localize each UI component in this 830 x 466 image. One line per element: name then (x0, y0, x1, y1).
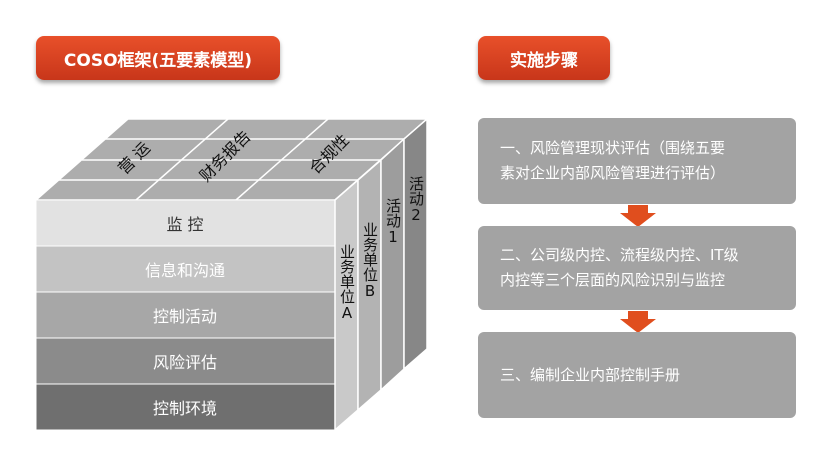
step-3-text: 三、编制企业内部控制手册 (500, 363, 680, 388)
side-label-activity-1: 活动1 (384, 198, 402, 246)
down-arrow-icon (620, 311, 656, 333)
step-3-line-1: 三、编制企业内部控制手册 (500, 365, 681, 384)
coso-framework-title: COSO框架(五要素模型) (36, 36, 280, 80)
step-1-line-2: 素对企业内部风险管理进行评估） (500, 164, 726, 182)
step-2-line-1: 二、公司级内控、流程级内控、IT级 (500, 246, 739, 264)
layer-label-risk-assessment: 风险评估 (153, 353, 217, 372)
layer-label-control-activities: 控制活动 (153, 307, 217, 326)
layer-label-monitoring: 监 控 (166, 215, 203, 234)
implementation-steps-title: 实施步骤 (478, 36, 610, 80)
step-box-1: 一、风险管理现状评估（围绕五要 素对企业内部风险管理进行评估） (478, 118, 796, 204)
layer-label-information-communication: 信息和沟通 (145, 261, 225, 280)
side-label-activity-2: 活动2 (407, 176, 425, 224)
front-layer-1 (35, 199, 336, 247)
front-layer-5 (35, 383, 336, 431)
step-2-line-2: 内控等三个层面的风险识别与监控 (500, 271, 726, 289)
step-box-3: 三、编制企业内部控制手册 (478, 332, 796, 418)
side-slab-4 (403, 117, 428, 371)
layer-label-control-environment: 控制环境 (153, 399, 217, 418)
side-label-business-unit-a: 业务单位A (338, 244, 356, 322)
step-1-text: 一、风险管理现状评估（围绕五要 素对企业内部风险管理进行评估） (500, 136, 725, 186)
step-2-text: 二、公司级内控、流程级内控、IT级 内控等三个层面的风险识别与监控 (500, 243, 739, 293)
side-slab-3 (380, 137, 405, 392)
step-1-line-1: 一、风险管理现状评估（围绕五要 (500, 139, 726, 157)
coso-cube-diagram: 营 运 财务报告 合规性 监 控 信息和沟通 控制活动 风险评估 控制环境 业务… (34, 117, 429, 432)
side-label-business-unit-b: 业务单位B (361, 222, 379, 300)
down-arrow-icon (620, 205, 656, 227)
step-box-2: 二、公司级内控、流程级内控、IT级 内控等三个层面的风险识别与监控 (478, 226, 796, 310)
